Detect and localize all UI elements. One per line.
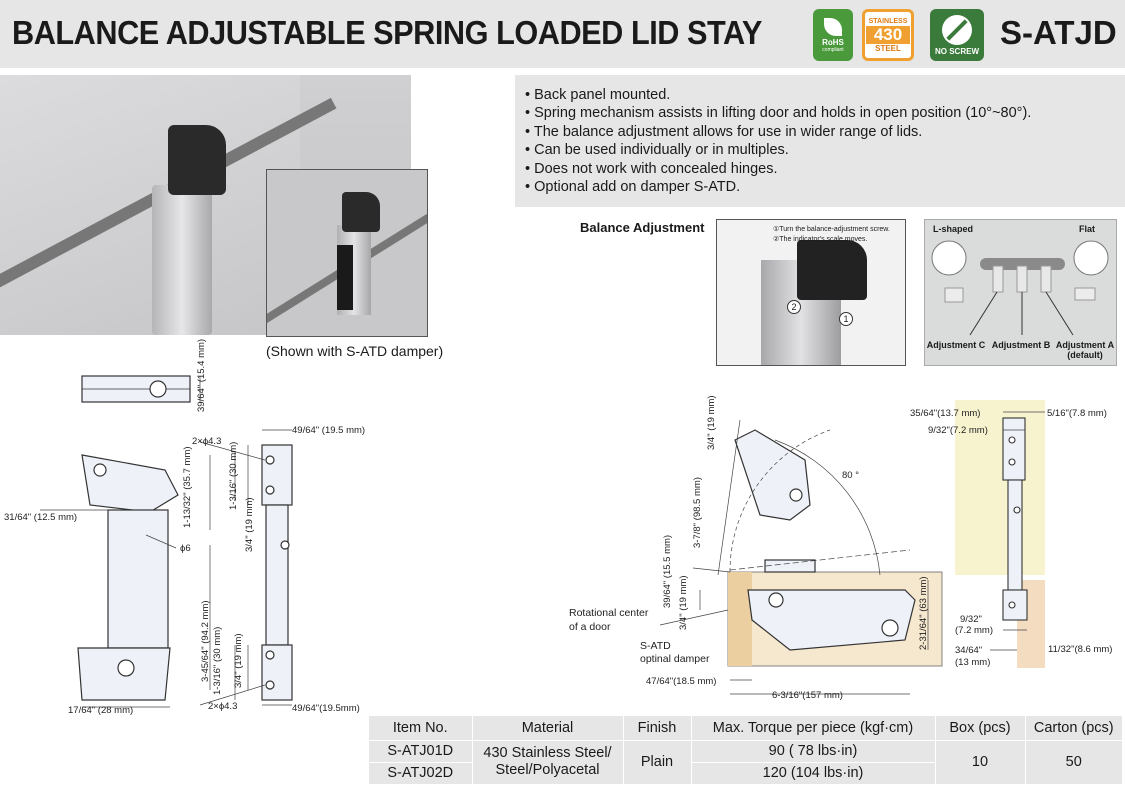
of-door-label: of a door bbox=[569, 621, 611, 633]
item-number: S-ATJ01D bbox=[369, 739, 472, 762]
dim-3-7-8: 3-7/8" (98.5 mm) bbox=[692, 477, 703, 548]
rohs-badge-label: RoHS bbox=[822, 37, 844, 47]
photo-caption: (Shown with S-ATD damper) bbox=[266, 343, 444, 359]
no-screw-icon bbox=[942, 14, 972, 45]
dim-39-64: 39/64" (15.5 mm) bbox=[662, 534, 673, 608]
feature-item: Can be used individually or in multiples… bbox=[525, 141, 1115, 159]
dim-angle: 80 ° bbox=[842, 470, 860, 481]
header-material: Material bbox=[471, 716, 623, 740]
dim-6-3-16: 6-3/16"(157 mm) bbox=[772, 690, 843, 701]
balance-note-1: ①Turn the balance-adjustment screw. bbox=[773, 226, 890, 233]
steel-badge-line1: STAINLESS bbox=[868, 17, 908, 25]
adjustment-b-label: Adjustment B bbox=[991, 340, 1051, 350]
header-torque: Max. Torque per piece (kgf·cm) bbox=[690, 716, 935, 740]
dim-9-32-top: 9/32"(7.2 mm) bbox=[928, 425, 988, 436]
box-cell: 10 bbox=[934, 739, 1025, 784]
carton-cell: 50 bbox=[1024, 739, 1122, 784]
feature-item: Does not work with concealed hinges. bbox=[525, 160, 1115, 178]
dim-5-16: 5/16"(7.8 mm) bbox=[1047, 408, 1107, 419]
header-finish: Finish bbox=[622, 716, 691, 740]
balance-note-2: ②The indicator's scale moves. bbox=[773, 236, 868, 243]
product-photo-with-damper bbox=[266, 169, 428, 337]
adjustment-a-label: Adjustment A (default) bbox=[1055, 340, 1115, 360]
model-code: S-ATJD bbox=[1000, 14, 1117, 51]
steel-badge-line2: 430 bbox=[866, 25, 910, 44]
header-carton: Carton (pcs) bbox=[1024, 716, 1122, 740]
dim-34-64-mm: (13 mm) bbox=[955, 657, 991, 668]
dim-holes-top: 2×ϕ4.3 bbox=[192, 436, 222, 447]
material-cell: 430 Stainless Steel/ Steel/Polyacetal bbox=[471, 739, 623, 784]
header-item-no: Item No. bbox=[369, 716, 472, 740]
torque-cell: 90 ( 78 lbs·in) bbox=[690, 739, 935, 762]
spec-table: Item No. Material Finish Max. Torque per… bbox=[369, 716, 1122, 784]
dim-3-4-arc: 3/4" (19 mm) bbox=[706, 395, 717, 450]
rohs-badge: RoHS compliant bbox=[813, 9, 853, 61]
dim-3-4-top: 3/4" (19 mm) bbox=[244, 497, 255, 552]
dim-holes-bottom: 2×ϕ4.3 bbox=[208, 701, 238, 712]
feature-item: Back panel mounted. bbox=[525, 86, 1115, 104]
title-bar: BALANCE ADJUSTABLE SPRING LOADED LID STA… bbox=[0, 0, 1125, 68]
adjustment-diagram: L-shaped Flat Adjustment C Adjustment B … bbox=[924, 219, 1117, 366]
dim-2-31-64: 2-31/64" (63 mm) bbox=[918, 576, 929, 650]
item-number: S-ATJ02D bbox=[369, 761, 472, 784]
dim-width-bottom: 49/64"(19.5mm) bbox=[292, 703, 360, 714]
flat-label: Flat bbox=[1079, 224, 1096, 234]
adjustment-c-label: Adjustment C bbox=[926, 340, 986, 350]
dim-34-64: 34/64" bbox=[955, 645, 983, 656]
table-row: S-ATJ02D 120 (104 lbs·in) bbox=[369, 761, 1122, 784]
dim-9-32-bottom: 9/32" bbox=[960, 614, 982, 625]
dim-35-64: 35/64"(13.7 mm) bbox=[910, 408, 981, 419]
dim-width-top: 49/64" (19.5 mm) bbox=[292, 425, 366, 436]
dim-left-width: 31/64" (12.5 mm) bbox=[4, 512, 78, 523]
adjustment-sketch bbox=[931, 240, 1109, 336]
dim-top-height: 39/64" (15.4 mm) bbox=[196, 338, 207, 412]
step-2-marker: 2 bbox=[787, 300, 801, 314]
feature-item: Optional add on damper S-ATD. bbox=[525, 178, 1115, 196]
balance-adjustment-label: Balance Adjustment bbox=[580, 220, 705, 235]
header-box: Box (pcs) bbox=[934, 716, 1025, 740]
dim-3-4-bottom: 3/4" (19 mm) bbox=[233, 633, 244, 688]
feature-item: The balance adjustment allows for use in… bbox=[525, 123, 1115, 141]
l-shaped-label: L-shaped bbox=[933, 224, 974, 234]
dim-47-64: 47/64"(18.5 mm) bbox=[646, 676, 717, 687]
rohs-badge-sub: compliant bbox=[822, 46, 844, 53]
step-1-marker: 1 bbox=[839, 312, 853, 326]
dim-1-3-16-bottom: 1-3/16" (30 mm) bbox=[212, 626, 223, 695]
dim-bottom-width: 17/64" (28 mm) bbox=[68, 705, 134, 716]
dim-3-4: 3/4" (19 mm) bbox=[678, 575, 689, 630]
feature-list: Back panel mounted. Spring mechanism ass… bbox=[515, 75, 1125, 207]
table-row: S-ATJ01D 430 Stainless Steel/ Steel/Poly… bbox=[369, 739, 1122, 784]
no-screw-badge: NO SCREW bbox=[930, 9, 984, 61]
dim-1-13-32: 1-13/32" (35.7 mm) bbox=[182, 446, 193, 528]
table-header-row: Item No. Material Finish Max. Torque per… bbox=[369, 716, 1122, 740]
dim-phi6: ϕ6 bbox=[180, 543, 191, 554]
feature-item: Spring mechanism assists in lifting door… bbox=[525, 104, 1115, 122]
dim-1-3-16-top: 1-3/16" (30 mm) bbox=[228, 441, 239, 510]
finish-cell: Plain bbox=[622, 739, 691, 784]
product-photo-main bbox=[0, 75, 411, 335]
stainless-430-badge: STAINLESS 430 STEEL bbox=[862, 9, 914, 61]
steel-badge-line3: STEEL bbox=[875, 43, 901, 53]
satd-label: S-ATD bbox=[640, 640, 671, 652]
optinal-damper-label: optinal damper bbox=[640, 653, 710, 665]
torque-cell: 120 (104 lbs·in) bbox=[690, 761, 935, 784]
dim-9-32-bottom-mm: (7.2 mm) bbox=[955, 625, 993, 636]
leaf-icon bbox=[824, 17, 842, 36]
dim-11-32: 11/32"(8.6 mm) bbox=[1048, 644, 1113, 655]
dim-total-height: 3-45/64" (94.2 mm) bbox=[200, 600, 211, 682]
rotational-center-label: Rotational center bbox=[569, 607, 649, 619]
balance-adjustment-photo: ①Turn the balance-adjustment screw. ②The… bbox=[716, 219, 906, 366]
no-screw-badge-label: NO SCREW bbox=[935, 46, 979, 56]
page-title: BALANCE ADJUSTABLE SPRING LOADED LID STA… bbox=[12, 14, 762, 51]
